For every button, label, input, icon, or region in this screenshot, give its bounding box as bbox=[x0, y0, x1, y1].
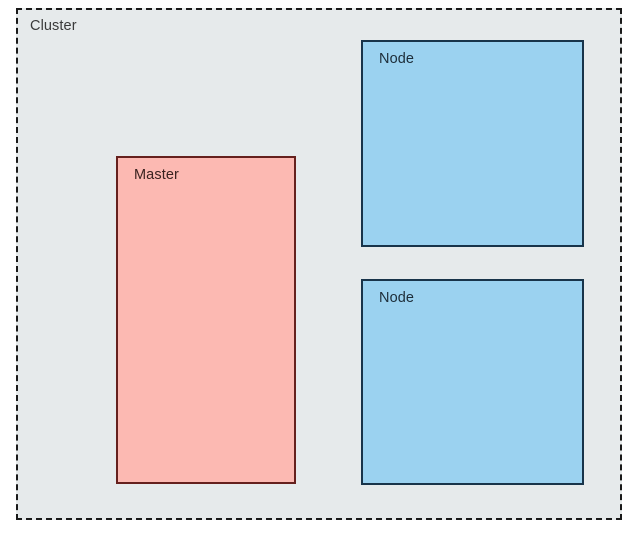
worker-node-box-1[interactable]: Node bbox=[361, 40, 584, 247]
worker-node-label-2: Node bbox=[379, 290, 415, 306]
cluster-label: Cluster bbox=[30, 18, 77, 34]
master-node-label: Master bbox=[134, 167, 179, 183]
master-node-box[interactable]: Master bbox=[116, 156, 296, 484]
worker-node-label-1: Node bbox=[379, 51, 415, 67]
worker-node-box-2[interactable]: Node bbox=[361, 279, 584, 485]
